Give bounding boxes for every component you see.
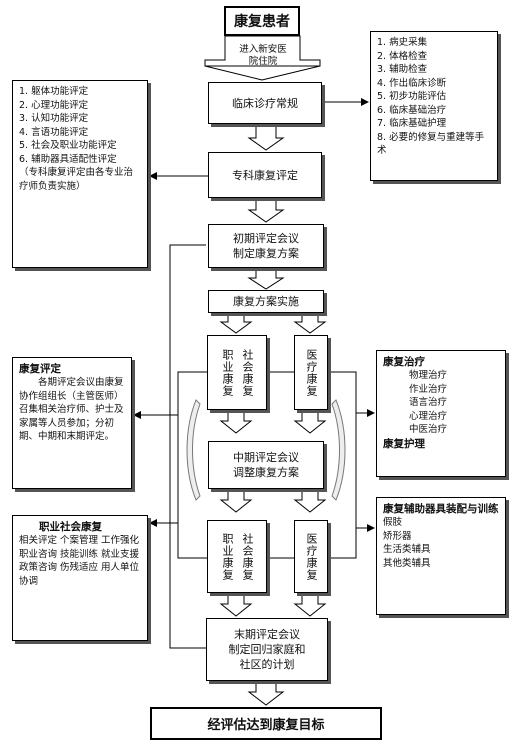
mid-meeting-box: 中期评定会议 调整康复方案 [208, 441, 324, 489]
clinical-routine-box: 临床诊疗常规 [208, 82, 322, 124]
block-arrow-8l [219, 592, 253, 617]
initial-meeting-box: 初期评定会议 制定康复方案 [208, 224, 324, 268]
block-arrow-9 [247, 680, 285, 706]
medical-box-2: 医疗康复 [294, 520, 328, 593]
vocational-body: 相关评定 个案管理 工作强化 职业咨询 技能训练 就业支援 政策咨询 伤残适应 … [19, 535, 140, 587]
patient-box: 康复患者 [224, 6, 300, 36]
specialty-eval-list: 1. 躯体功能评定 2. 心理功能评定 3. 认知功能评定 4. 言语功能评定 … [12, 80, 148, 268]
block-arrow-7l [219, 488, 253, 513]
assessment-title: 康复评定 [19, 363, 61, 375]
block-arrow-admit-head [204, 65, 321, 81]
vocational-title: 职业社会康复 [39, 521, 102, 533]
treatment-title: 康复治疗 [383, 356, 425, 368]
final-meeting-box: 末期评定会议 制定回归家庭和 社区的计划 [206, 618, 328, 681]
block-arrow-4 [247, 267, 285, 290]
assessment-body: 各期评定会议由康复协作组组长（主管医师）召集相关治疗师、护士及家属等人员参加；分… [19, 377, 124, 442]
block-arrows [204, 35, 327, 706]
phase-loop-frame [177, 371, 357, 559]
vocational-social-box: 职业社会康复 相关评定 个案管理 工作强化 职业咨询 技能训练 就业支援 政策咨… [12, 515, 148, 641]
devices-title: 康复辅助器具装配与训练 [383, 503, 499, 515]
patient-title: 康复患者 [234, 14, 290, 30]
admit-label: 进入新安医 院住院 [239, 44, 287, 67]
medical-box-1: 医疗康复 [294, 335, 328, 410]
devices-box: 康复辅助器具装配与训练 假肢 矫形器 生活类辅具 其他类辅具 [376, 497, 506, 615]
assessment-box: 康复评定 各期评定会议由康复协作组组长（主管医师）召集相关治疗师、护士及家属等人… [12, 357, 132, 489]
specialty-eval-box: 专科康复评定 [208, 152, 322, 198]
block-arrow-5l [219, 312, 253, 334]
curved-arrows [186, 399, 346, 501]
block-arrow-2 [247, 123, 285, 151]
block-arrow-3 [247, 197, 285, 223]
vocational-social-box-1: 职业康复 社会康复 [207, 335, 267, 410]
vocational-social-box-2: 职业康复 社会康复 [207, 520, 267, 593]
block-arrow-5r [293, 312, 327, 334]
block-arrow-6l [219, 409, 253, 434]
treatment-box: 康复治疗 物理治疗 作业治疗 语言治疗 心理治疗 中医治疗 康复护理 [376, 350, 506, 477]
block-arrow-7r [293, 488, 327, 513]
block-arrow-8r [293, 592, 327, 617]
goal-box: 经评估达到康复目标 [150, 707, 382, 740]
block-arrow-6r [293, 409, 327, 434]
clinical-items-list: 1. 病史采集 2. 体格检查 3. 辅助检查 4. 作出临床诊断 5. 初步功… [370, 31, 498, 181]
implement-box: 康复方案实施 [208, 290, 324, 313]
nursing-title: 康复护理 [383, 437, 425, 450]
